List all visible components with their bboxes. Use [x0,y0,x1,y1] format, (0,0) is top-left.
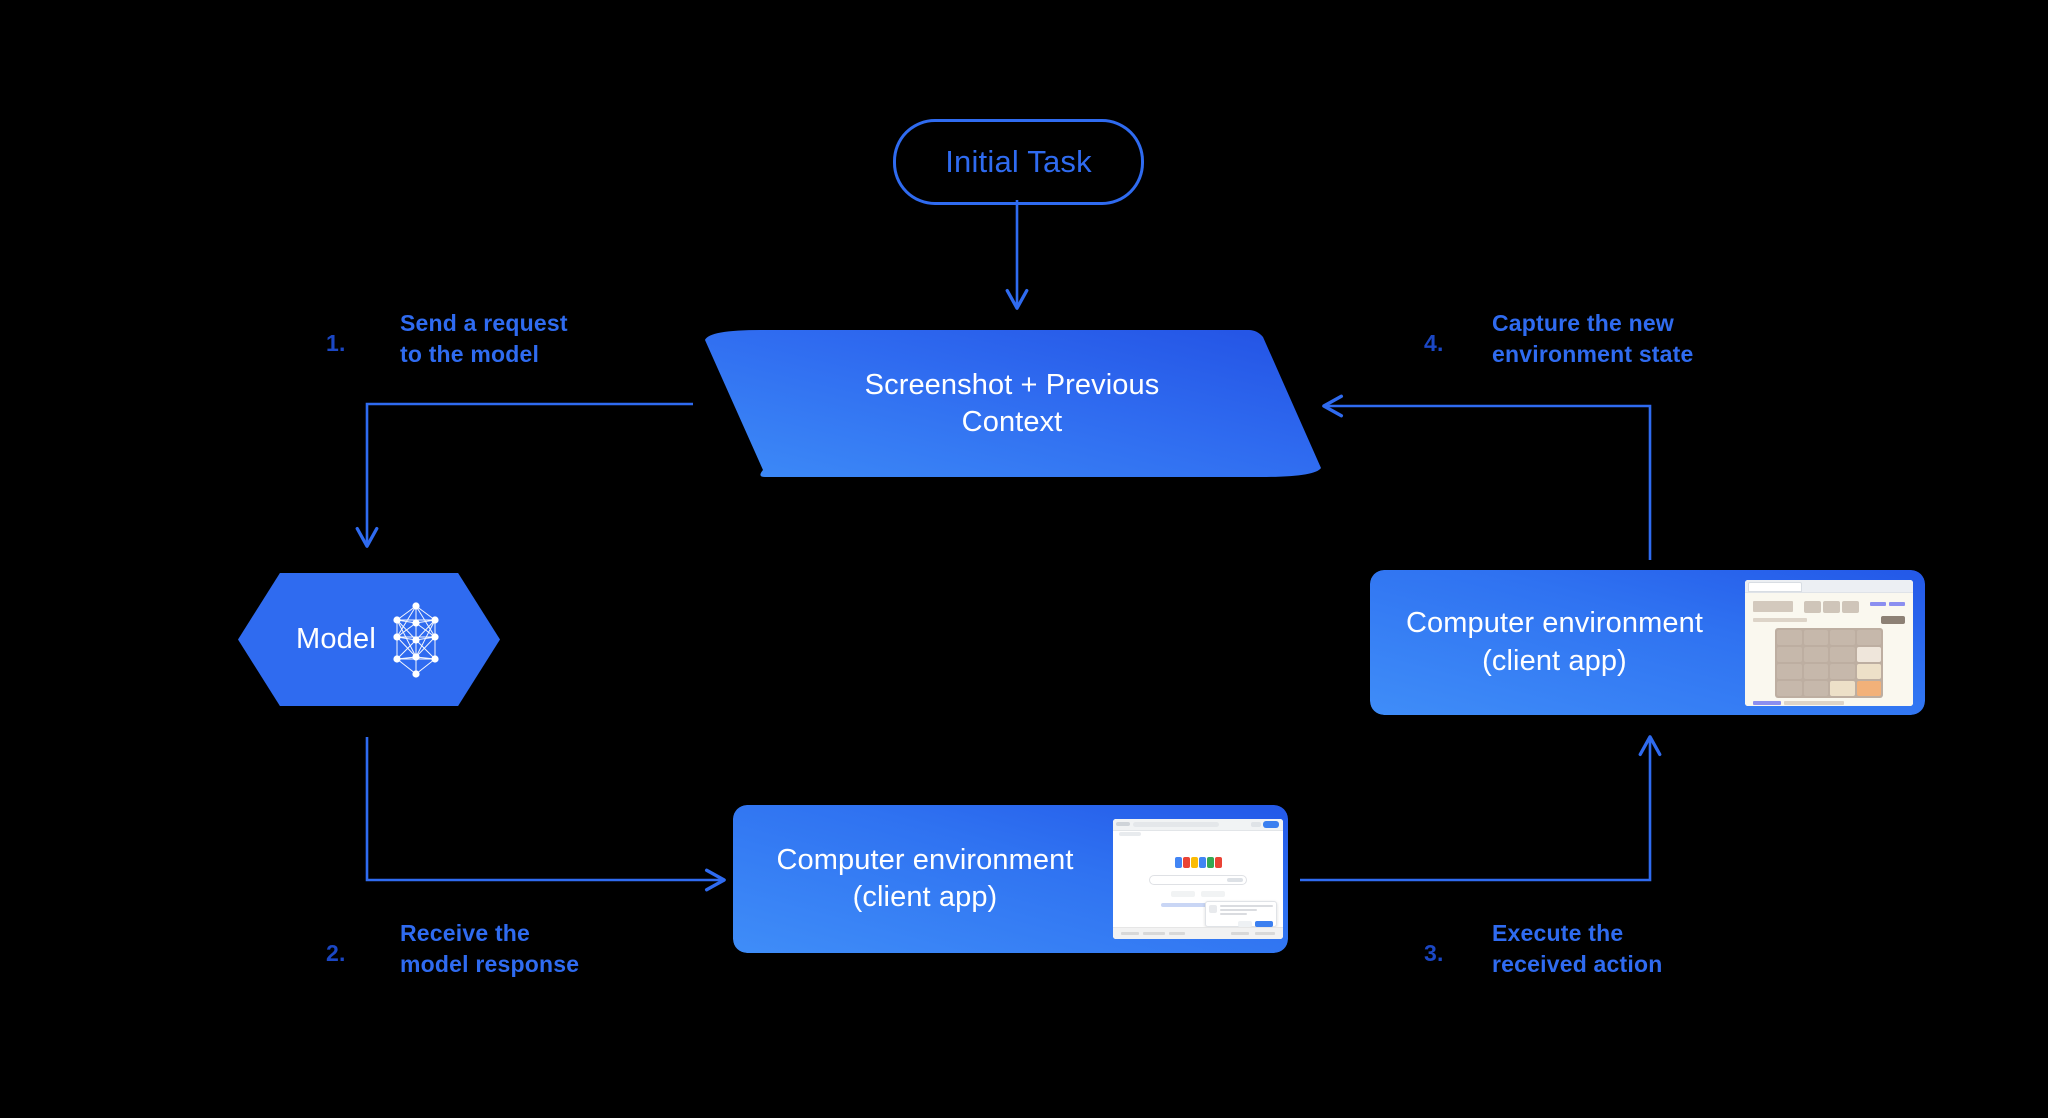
address-bar [1133,822,1219,827]
grid-cell [1803,629,1828,645]
footer-link [1753,700,1781,705]
step-4-text: Capture the new environment state [1492,310,1694,367]
initial-task-node: Initial Task [893,119,1144,205]
dialog-cancel-button[interactable] [1238,921,1252,927]
computer-environment-bottom-node: Computer environment (client app) [733,805,1288,953]
grid-tile-4 [1856,663,1881,679]
step-1-text: Send a request to the model [400,310,568,367]
page-footer [1113,927,1283,939]
step-3-number: 3. [1424,940,1444,966]
neural-network-icon [393,601,439,678]
arrow-context-to-model [355,402,693,548]
grid-cell [1803,663,1828,679]
grid-cell [1777,680,1802,696]
step-2-number: 2. [326,940,346,966]
env-right-label: Computer environment (client app) [1382,605,1727,679]
game-grid [1775,627,1883,698]
context-label-line1: Screenshot + Previous [864,368,1160,401]
search-buttons [1113,891,1283,897]
grid-tile-4 [1830,680,1855,696]
dialog-popup [1205,901,1277,927]
step-1-number: 1. [326,330,346,356]
score-box [1804,600,1821,613]
context-node-shape [705,330,1321,477]
grid-tile-2 [1856,646,1881,662]
nav-buttons [1116,822,1130,826]
context-node-label: Screenshot + Previous Context [703,330,1321,477]
step-label-2: 2. Receive the model response [322,918,642,988]
grid-tile-8 [1856,680,1881,696]
lucky-button[interactable] [1201,891,1225,897]
model-node: Model [238,573,500,706]
grid-cell [1777,663,1802,679]
grid-cell [1856,629,1881,645]
score-boxes [1804,600,1859,613]
account-button [1263,821,1279,828]
grid-cell [1830,646,1855,662]
step-2-text: Receive the model response [400,920,580,977]
score-box-extra [1842,600,1859,613]
browser-chrome [1113,819,1283,831]
best-score-box [1823,600,1840,613]
thumbnail-2048-game [1745,579,1913,706]
google-search-button[interactable] [1171,891,1195,897]
footer-note [1753,700,1905,705]
env-right-label-line1: Computer environment [1406,607,1703,640]
grid-cell [1803,646,1828,662]
arrow-model-to-bottom-env [365,737,726,892]
promo-link[interactable] [1161,903,1235,907]
footer-text [1784,700,1844,705]
dialog-icon [1209,905,1217,913]
header-links [1870,601,1905,606]
model-node-shape [238,573,500,706]
browser-chrome [1745,579,1913,593]
header-link [1889,601,1905,606]
initial-task-label: Initial Task [945,144,1092,179]
grid-cell [1777,629,1802,645]
grid-cell [1803,680,1828,696]
browser-tab [1748,581,1802,592]
bookmarks-bar [1119,832,1141,836]
step-label-3: 3. Execute the received action [1420,918,1740,988]
context-node: Screenshot + Previous Context [703,330,1321,477]
env-bottom-label-line1: Computer environment [776,843,1074,876]
toolbar-icons [1251,822,1261,827]
step-label-4: 4. Capture the new environment state [1420,308,1740,378]
computer-environment-right-node: Computer environment (client app) [1370,570,1925,715]
google-logo [1113,857,1283,868]
env-bottom-label-line2: (client app) [852,881,998,913]
step-label-1: 1. Send a request to the model [322,308,622,378]
dialog-text [1220,905,1273,917]
env-right-label-line2: (client app) [1482,644,1627,677]
step-4-number: 4. [1424,330,1444,356]
model-node-label: Model [296,623,376,655]
thumbnail-google-search [1113,819,1283,939]
context-label-line2: Context [961,405,1063,438]
game-instructions [1753,617,1807,622]
dialog-confirm-button[interactable] [1255,921,1273,927]
arrow-right-env-to-context [1322,394,1652,560]
search-input[interactable] [1149,875,1247,885]
grid-cell [1830,663,1855,679]
header-link [1870,601,1886,606]
grid-cell [1830,629,1855,645]
step-3-text: Execute the received action [1492,920,1663,977]
grid-cell [1777,646,1802,662]
game-title-2048 [1753,600,1793,612]
search-icons [1227,878,1243,882]
arrow-bottom-env-to-right-env [1300,735,1662,882]
new-game-button [1881,615,1905,624]
env-bottom-label: Computer environment (client app) [745,842,1105,916]
